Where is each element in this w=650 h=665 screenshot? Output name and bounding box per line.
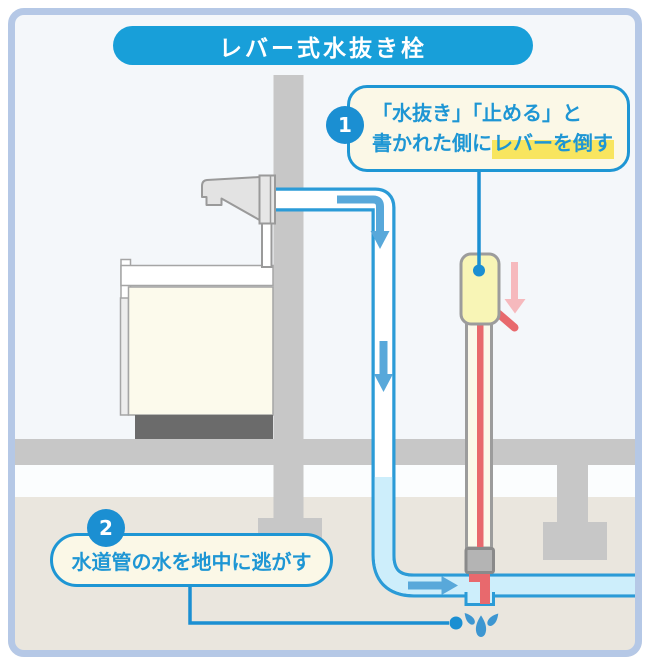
drain-outlet-notch bbox=[466, 592, 494, 605]
pipe-fitting bbox=[466, 549, 494, 573]
cabinet-door bbox=[129, 287, 274, 415]
cabinet-base bbox=[135, 415, 273, 439]
drain-valve-body bbox=[469, 572, 490, 604]
water-flow-arrow-icon bbox=[374, 341, 393, 392]
counter-top bbox=[121, 266, 273, 286]
water-flow-arrows bbox=[337, 200, 458, 596]
crawl-space bbox=[8, 465, 642, 497]
valve-rod bbox=[477, 324, 484, 574]
step1-line2: 書かれた側にレバーを倒す bbox=[372, 128, 627, 159]
callout-leader-lines bbox=[190, 170, 485, 630]
step2-number-badge: 2 bbox=[87, 509, 125, 547]
step1-line1: 「水抜き」「止める」と bbox=[372, 101, 582, 125]
lever-device bbox=[461, 254, 515, 328]
faucet-riser-pipe bbox=[262, 222, 272, 267]
water-flow-arrow-icon bbox=[408, 576, 458, 595]
step2-callout: 水道管の水を地中に逃がす bbox=[50, 533, 333, 587]
pink-down-arrow-icon bbox=[505, 262, 526, 314]
foundation-post-right bbox=[543, 439, 607, 560]
water-splash-icon bbox=[462, 611, 501, 637]
drain-valve-standpipe bbox=[466, 322, 494, 605]
floor-slab bbox=[8, 439, 642, 465]
step2-leader-line bbox=[190, 585, 449, 623]
water-flow-arrow-icon bbox=[337, 200, 390, 250]
faucet-icon bbox=[202, 176, 275, 224]
step1-number-badge: 1 bbox=[326, 106, 364, 144]
step1-highlight: レバーを倒す bbox=[492, 131, 614, 159]
step2-text: 水道管の水を地中に逃がす bbox=[71, 549, 312, 574]
step1-leader-dot bbox=[473, 265, 485, 277]
sink-cabinet bbox=[121, 260, 274, 440]
page-title: レバー式水抜き栓 bbox=[113, 26, 533, 65]
step2-leader-dot bbox=[450, 617, 463, 630]
step1-callout: 「水抜き」「止める」と 書かれた側にレバーを倒す bbox=[347, 85, 630, 172]
